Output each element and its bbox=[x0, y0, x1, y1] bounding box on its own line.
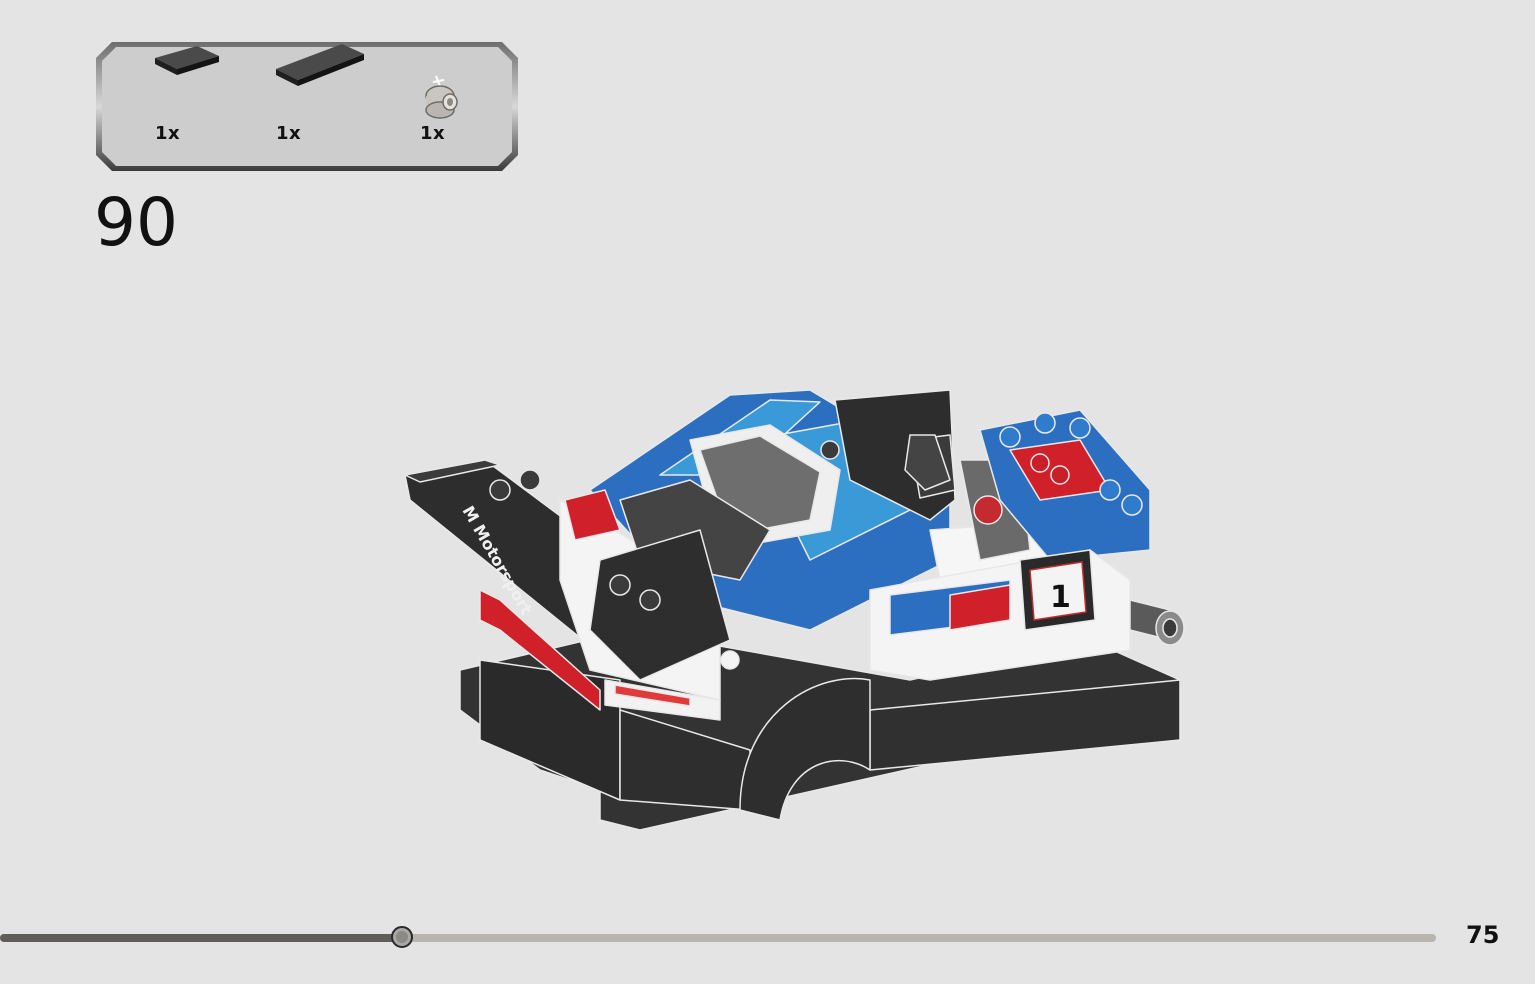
parts-box-frame bbox=[96, 42, 518, 171]
parts-list-item: 1x bbox=[149, 40, 259, 173]
page-number: 75 bbox=[1466, 921, 1500, 949]
model-illustration: 1 M Motorsport bbox=[390, 380, 1210, 840]
progress-fill bbox=[0, 934, 402, 942]
progress-bar bbox=[0, 926, 1440, 948]
progress-track bbox=[0, 934, 1436, 942]
race-number-decal: 1 bbox=[1050, 580, 1071, 615]
round-brick-1x1-icon bbox=[425, 75, 458, 119]
progress-knob bbox=[391, 926, 413, 948]
parts-list-box: 1x 1x 1x bbox=[94, 40, 520, 173]
tile-1x2-icon bbox=[155, 46, 219, 75]
part-quantity: 1x bbox=[420, 123, 446, 144]
race-car-model-graphic: 1 M Motorsport bbox=[404, 389, 1185, 831]
part-quantity: 1x bbox=[155, 123, 181, 144]
parts-list-item: 1x bbox=[416, 40, 526, 173]
tile-1x4-icon bbox=[276, 44, 364, 86]
step-number: 90 bbox=[94, 184, 178, 261]
parts-list-item: 1x bbox=[274, 40, 384, 173]
part-quantity: 1x bbox=[276, 123, 302, 144]
